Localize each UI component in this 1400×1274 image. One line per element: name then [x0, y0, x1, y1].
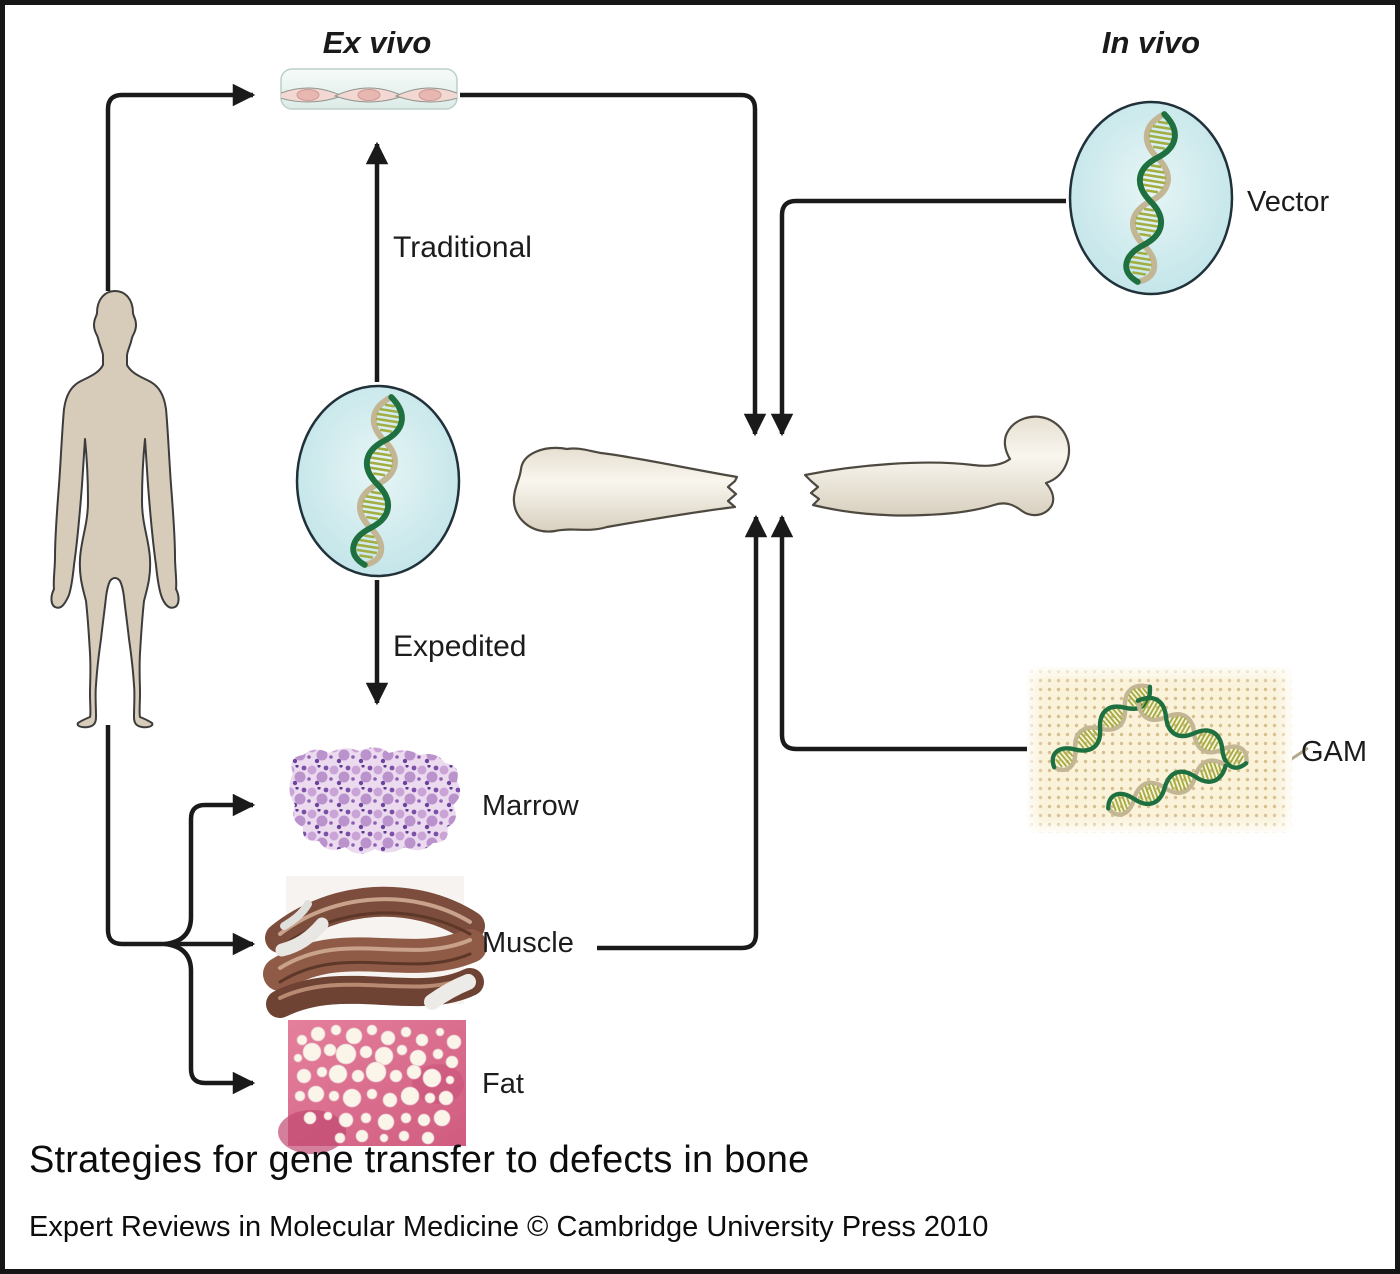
arrow-vector-to-bone	[770, 198, 1066, 437]
fractured-bone	[512, 415, 1071, 533]
ex-vivo-vector-ellipse	[295, 384, 461, 578]
arrow-branch-to-fat	[164, 941, 256, 1095]
traditional-label: Traditional	[393, 231, 532, 264]
arrow-muscle-to-bone	[597, 514, 768, 951]
arrow-human-to-culture	[105, 83, 256, 291]
connector-arrows	[105, 83, 1309, 1095]
in-vivo-vector-ellipse	[1068, 100, 1234, 296]
bone-right-fragment	[803, 415, 1071, 517]
muscle-label: Muscle	[482, 927, 574, 959]
arrow-culture-to-bone	[460, 92, 767, 437]
cultured-cells	[281, 87, 457, 103]
bone-left-fragment	[512, 446, 739, 533]
arrow-human-to-muscle	[105, 725, 256, 956]
muscle-image	[263, 876, 487, 1018]
marrow-image	[289, 747, 461, 854]
fat-image	[278, 1020, 466, 1154]
in-vivo-title: In vivo	[1101, 25, 1201, 60]
figure-credit: Expert Reviews in Molecular Medicine © C…	[29, 1211, 989, 1243]
cell-culture-dish	[280, 68, 458, 110]
figure-title: Strategies for gene transfer to defects …	[29, 1139, 810, 1181]
expedited-label: Expedited	[393, 630, 527, 663]
gam-label: GAM	[1301, 736, 1368, 768]
gam-matrix	[1027, 667, 1292, 833]
arrow-branch-to-marrow	[164, 793, 256, 947]
vector-label: Vector	[1247, 186, 1330, 218]
dna-helix-icon	[1105, 756, 1230, 818]
human-figure	[50, 290, 180, 729]
gam-dna-helices	[1027, 667, 1292, 833]
marrow-label: Marrow	[482, 790, 579, 822]
ex-vivo-title: Ex vivo	[322, 25, 432, 60]
fat-label: Fat	[482, 1068, 524, 1100]
dna-helix-icon	[1047, 679, 1156, 775]
dna-helix-icon	[1133, 692, 1252, 772]
arrow-gam-to-bone	[770, 514, 1027, 752]
